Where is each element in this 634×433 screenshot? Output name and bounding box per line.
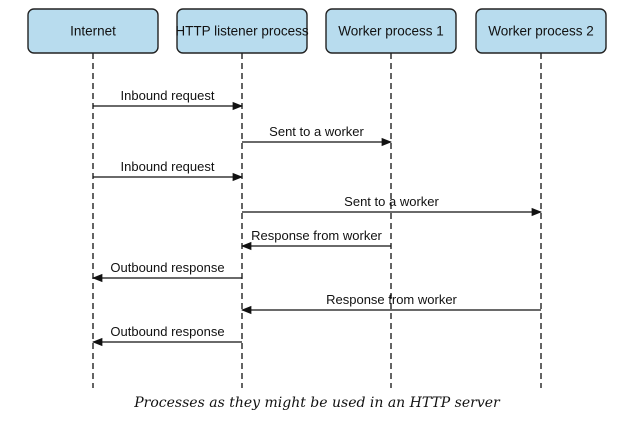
message-6: Outbound response [91,260,242,283]
actor-label: Internet [70,24,116,39]
message-label: Response from worker [326,292,457,307]
message-4: Sent to a worker [242,194,543,217]
actor-worker1: Worker process 1 [325,8,457,54]
actor-worker2: Worker process 2 [475,8,607,54]
message-5: Response from worker [240,228,391,251]
message-label: Response from worker [251,228,382,243]
actor-label: Worker process 1 [338,24,444,39]
message-7: Response from worker [240,292,541,315]
actor-box [27,8,159,54]
actor-box [475,8,607,54]
actor-listener: HTTP listener process [175,8,309,54]
actor-box [325,8,457,54]
message-2: Sent to a worker [242,124,393,147]
actor-label: Worker process 2 [488,24,594,39]
message-3: Inbound request [93,159,244,182]
message-label: Outbound response [110,260,224,275]
actor-box [176,8,308,54]
message-8: Outbound response [91,324,242,347]
message-label: Inbound request [121,88,215,103]
message-label: Outbound response [110,324,224,339]
message-label: Sent to a worker [269,124,364,139]
message-label: Inbound request [121,159,215,174]
actor-label: HTTP listener process [175,24,309,39]
message-label: Sent to a worker [344,194,439,209]
message-1: Inbound request [93,88,244,111]
actors: Internet HTTP listener process Worker proc… [27,8,607,54]
figure-caption: Processes as they might be used in an HT… [134,395,500,411]
actor-internet: Internet [27,8,159,54]
